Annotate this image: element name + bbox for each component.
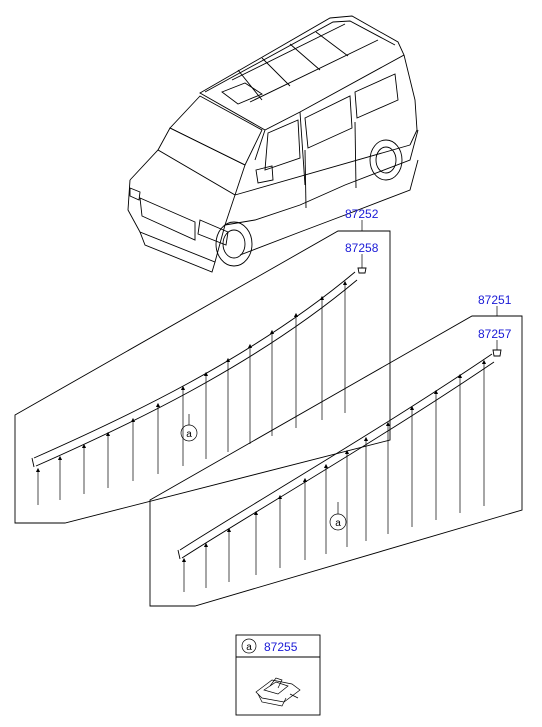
lower-clip-arrows bbox=[181, 359, 487, 592]
upper-clip-arrows bbox=[35, 280, 348, 505]
legend-box: a 87255 bbox=[235, 634, 321, 716]
label-87251: 87251 bbox=[478, 293, 512, 307]
upper-callout-a: a bbox=[186, 429, 192, 440]
label-87258: 87258 bbox=[345, 241, 379, 255]
lower-callout-a: a bbox=[335, 518, 341, 529]
lower-moulding-assembly: a bbox=[149, 306, 523, 607]
clip-illustration bbox=[255, 677, 301, 707]
upper-moulding-assembly: a bbox=[14, 220, 391, 524]
legend-callout-a: a bbox=[246, 642, 252, 653]
label-87252: 87252 bbox=[345, 207, 379, 221]
label-87255: 87255 bbox=[264, 640, 298, 654]
label-87257: 87257 bbox=[478, 327, 512, 341]
van-illustration bbox=[127, 15, 419, 273]
